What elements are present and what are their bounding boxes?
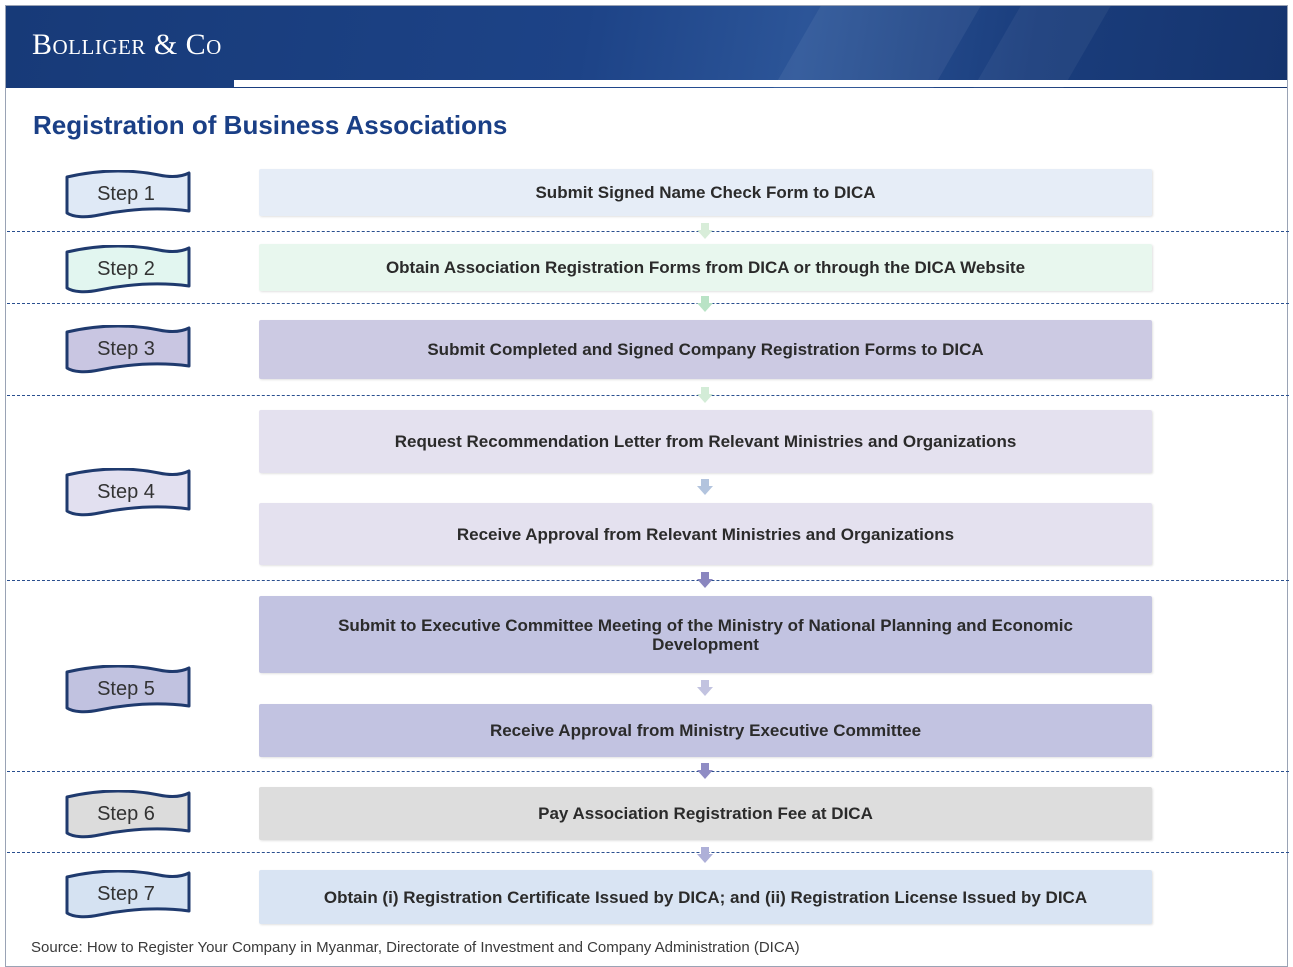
step-tag-label: Step 6 [97,802,155,825]
step-tag-label: Step 1 [97,182,155,205]
header-rule [234,80,1287,87]
action-box: Request Recommendation Letter from Relev… [259,410,1152,473]
step-tag-shape [65,665,191,714]
step-tag-shape [65,790,191,839]
step-divider [7,580,1289,581]
source-note: Source: How to Register Your Company in … [31,939,800,956]
flow-arrow-icon [697,572,713,588]
step-tag: Step 6 [63,790,193,840]
step-tag: Step 1 [63,170,193,220]
action-box: Receive Approval from Ministry Executive… [259,704,1152,757]
flow-arrow-icon [697,847,713,863]
flow-arrow-icon [697,479,713,495]
company-logo: Bolliger & Co [32,28,222,61]
step-divider [7,771,1289,772]
step-tag-shape [65,325,191,374]
step-divider [7,852,1289,853]
step-tag-shape [65,468,191,517]
action-box: Submit Signed Name Check Form to DICA [259,169,1152,216]
action-box: Obtain Association Registration Forms fr… [259,244,1152,291]
header-decoration [728,6,1004,88]
page-title: Registration of Business Associations [33,110,508,140]
step-tag-label: Step 5 [97,677,155,700]
step-tag: Step 2 [63,245,193,295]
flow-arrow-icon [697,223,713,239]
header-banner: Bolliger & Co [6,6,1287,88]
step-tag: Step 4 [63,468,193,518]
step-divider [7,395,1289,396]
action-box: Pay Association Registration Fee at DICA [259,787,1152,840]
step-tag-label: Step 4 [97,480,155,503]
step-divider [7,303,1289,304]
step-tag: Step 3 [63,325,193,375]
step-tag: Step 7 [63,870,193,920]
step-tag-shape [65,245,191,294]
flow-arrow-icon [697,387,713,403]
action-box: Submit Completed and Signed Company Regi… [259,320,1152,379]
action-box: Receive Approval from Relevant Ministrie… [259,503,1152,565]
step-tag: Step 5 [63,665,193,715]
flow-arrow-icon [697,296,713,312]
flow-arrow-icon [697,680,713,696]
flow-arrow-icon [697,763,713,779]
action-box: Obtain (i) Registration Certificate Issu… [259,870,1152,924]
step-tag-label: Step 7 [97,882,155,905]
step-tag-shape [65,870,191,919]
action-box: Submit to Executive Committee Meeting of… [259,596,1152,673]
step-tag-label: Step 2 [97,257,155,280]
step-tag-shape [65,170,191,219]
step-divider [7,231,1289,232]
step-tag-label: Step 3 [97,337,155,360]
